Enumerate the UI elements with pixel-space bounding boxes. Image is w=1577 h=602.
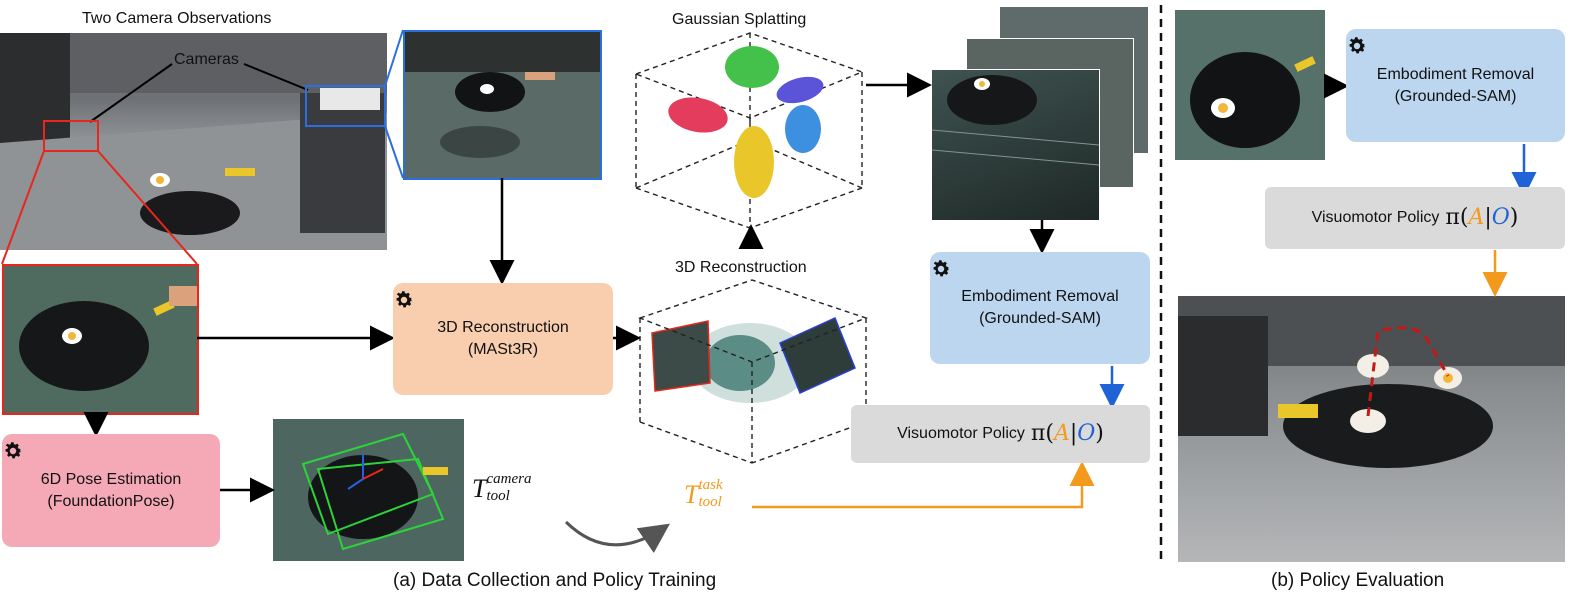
policy-b-rparen: ) bbox=[1509, 205, 1519, 231]
removal-a-subtitle: (Grounded-SAM) bbox=[979, 310, 1101, 327]
policy-b-observation: O bbox=[1491, 205, 1510, 231]
gaussian-green bbox=[725, 46, 779, 88]
removal-b-subtitle: (Grounded-SAM) bbox=[1394, 87, 1517, 105]
gaussian-splatting-label: Gaussian Splatting bbox=[672, 11, 807, 28]
gaussian-red bbox=[668, 97, 728, 133]
policy-b-action: A bbox=[1468, 205, 1485, 231]
transform-camera-sup: camera bbox=[486, 471, 532, 487]
reconstruction-box: 3D Reconstruction (MASt3R) bbox=[393, 283, 613, 395]
pose-box-subtitle: (FoundationPose) bbox=[47, 492, 175, 510]
gear-icon bbox=[5, 442, 22, 459]
policy-a-lparen: ( bbox=[1045, 421, 1054, 447]
reconstruction-3d-photo bbox=[640, 283, 870, 433]
policy-a-rparen: ) bbox=[1095, 421, 1104, 447]
caption-a: (a) Data Collection and Policy Training bbox=[393, 570, 717, 591]
transform-camera-sub: tool bbox=[486, 488, 510, 504]
policy-a-action: A bbox=[1053, 421, 1070, 447]
transform-task-sup: task bbox=[698, 477, 723, 493]
transform-task-T: T bbox=[684, 480, 699, 509]
visuomotor-policy-box-b: Visuomotor Policy π(A|O) bbox=[1265, 187, 1565, 249]
cameras-label: Cameras bbox=[174, 51, 239, 68]
gaussian-blue bbox=[785, 105, 821, 153]
policy-a-pi: π bbox=[1030, 421, 1046, 447]
policy-a-bar: | bbox=[1069, 421, 1078, 447]
reconstruction-3d-label: 3D Reconstruction bbox=[675, 259, 807, 276]
policy-b-title: Visuomotor Policy bbox=[1311, 209, 1440, 227]
two-camera-observations-label: Two Camera Observations bbox=[82, 10, 272, 27]
gaussian-yellow bbox=[734, 126, 774, 198]
policy-b-formula: π(A|O) bbox=[1445, 203, 1518, 233]
rendered-frame-front bbox=[931, 69, 1100, 221]
policy-b-lparen: ( bbox=[1459, 205, 1469, 231]
pose-estimation-box: 6D Pose Estimation (FoundationPose) bbox=[2, 434, 220, 547]
right-camera-zoom-photo bbox=[403, 30, 602, 180]
embodiment-removal-box-b: Embodiment Removal (Grounded-SAM) bbox=[1346, 29, 1565, 142]
left-camera-zoom-photo bbox=[2, 264, 199, 415]
evaluation-observation-photo bbox=[1175, 10, 1325, 160]
pose-estimation-photo bbox=[273, 419, 464, 561]
transform-camera-T: T bbox=[472, 474, 487, 503]
gear-icon bbox=[396, 291, 413, 308]
pose-box-title: 6D Pose Estimation bbox=[40, 470, 182, 488]
policy-a-observation: O bbox=[1077, 421, 1096, 447]
gear-icon bbox=[1349, 37, 1366, 54]
removal-b-title: Embodiment Removal bbox=[1376, 65, 1535, 83]
gear-icon bbox=[933, 260, 950, 277]
reconstruction-box-subtitle: (MASt3R) bbox=[467, 341, 539, 358]
visuomotor-policy-box-a: Visuomotor Policy π(A|O) bbox=[851, 405, 1150, 463]
caption-b: (b) Policy Evaluation bbox=[1271, 570, 1445, 591]
removal-a-title: Embodiment Removal bbox=[961, 288, 1119, 306]
gaussian-purple bbox=[776, 76, 824, 104]
gaussian-cube bbox=[633, 32, 864, 229]
policy-b-pi: π bbox=[1445, 205, 1460, 231]
policy-a-formula: π(A|O) bbox=[1031, 419, 1104, 449]
embodiment-removal-box-a: Embodiment Removal (Grounded-SAM) bbox=[930, 252, 1150, 364]
robot-execution-photo bbox=[1178, 296, 1565, 562]
policy-b-bar: | bbox=[1484, 205, 1492, 231]
policy-a-title: Visuomotor Policy bbox=[897, 425, 1025, 443]
reconstruction-box-title: 3D Reconstruction bbox=[437, 319, 569, 337]
transform-task-sub: tool bbox=[698, 494, 722, 510]
